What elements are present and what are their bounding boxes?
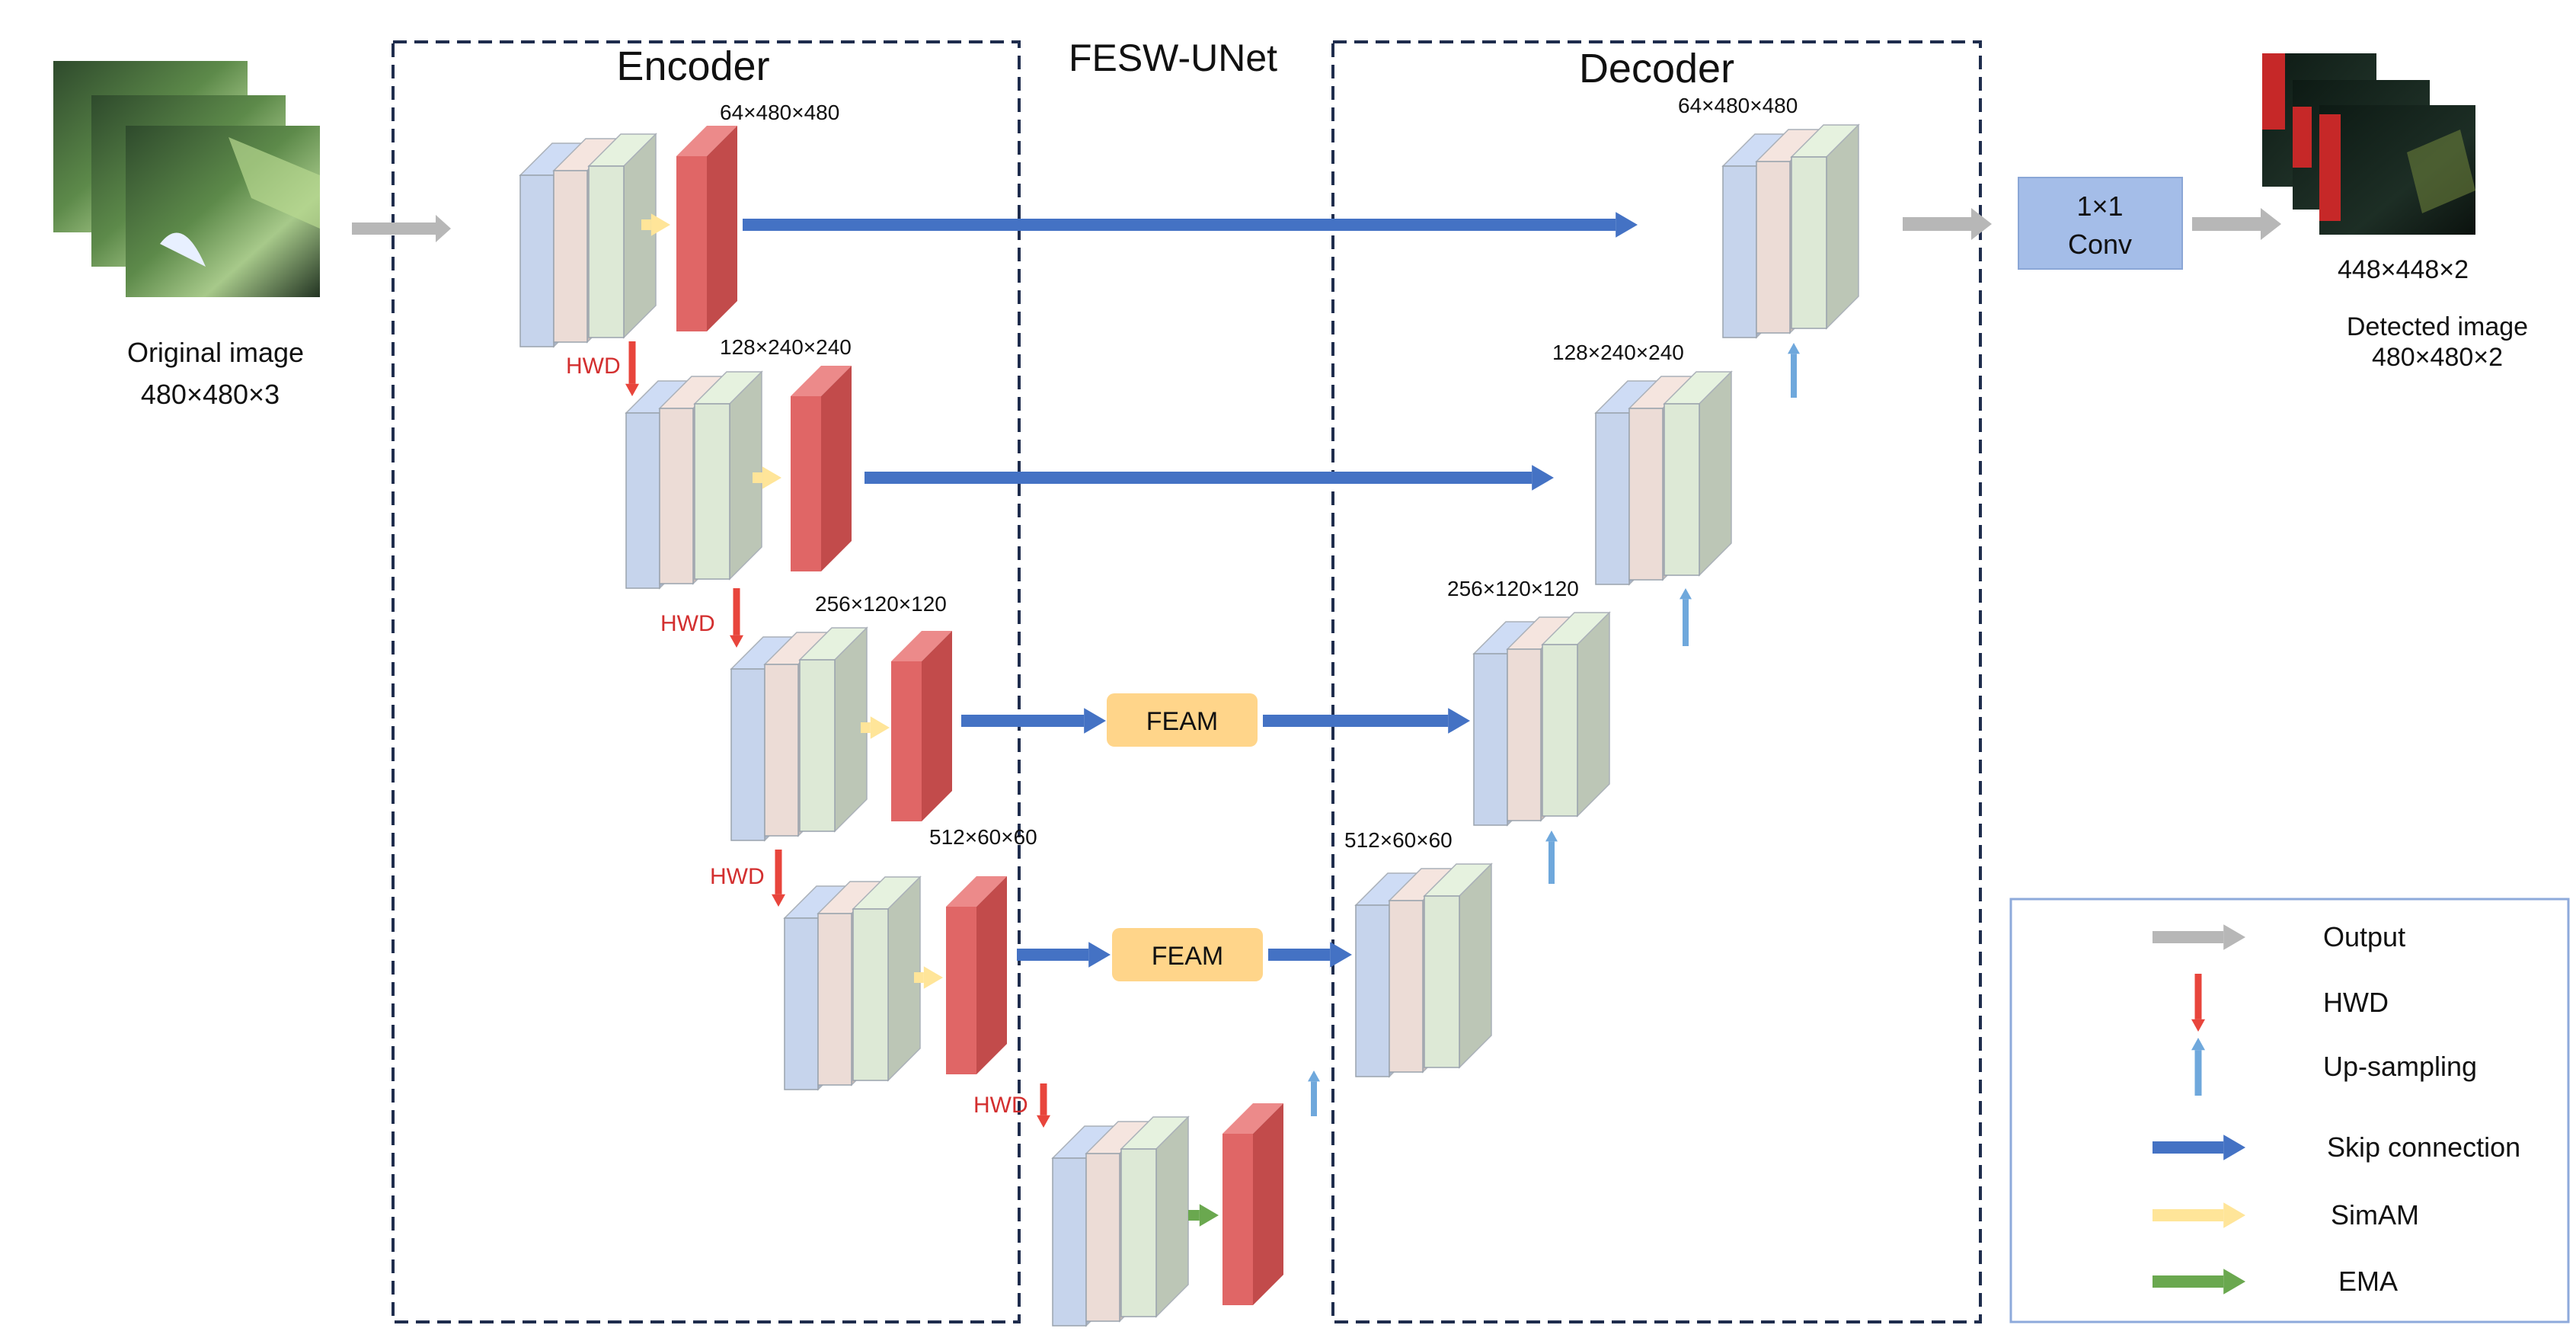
enc-red-1	[676, 126, 737, 331]
dec-block-4-green	[1423, 863, 1493, 1069]
legend-lightblue-up-arrow	[2191, 1038, 2205, 1096]
dec-dim-3: 256×120×120	[1447, 577, 1579, 600]
enc-block-4	[783, 875, 922, 1091]
feam-label-1: FEAM	[1146, 707, 1218, 736]
bottleneck-block	[1051, 1115, 1190, 1327]
dec-block-3	[1472, 611, 1611, 827]
legend-yellow-right-arrow	[2153, 1202, 2245, 1228]
legend-box	[2009, 898, 2570, 1323]
enc-red-4	[946, 876, 1007, 1074]
skip-to-feam-1	[961, 708, 1106, 734]
dec-dim-1: 64×480×480	[1678, 94, 1798, 117]
flow-arrows	[625, 212, 1800, 1227]
simam-arrow-1	[641, 213, 670, 236]
bottleneck-block-green	[1120, 1115, 1190, 1318]
enc-block-2	[625, 370, 763, 590]
hwd-arrow-3	[772, 850, 785, 907]
legend-label-6: EMA	[2338, 1266, 2398, 1297]
legend-label-3: Up-sampling	[2323, 1051, 2477, 1082]
output-label: Detected image	[2347, 312, 2528, 341]
legend-label-2: HWD	[2323, 987, 2389, 1018]
input-arrow	[352, 215, 451, 242]
simam-arrow-2	[753, 466, 781, 489]
hwd-arrow-1	[625, 341, 639, 396]
dec-block-3-green	[1541, 611, 1611, 818]
enc-dim-4: 512×60×60	[929, 825, 1037, 849]
conv-line2: Conv	[2068, 229, 2132, 260]
skip-connection-1	[743, 212, 1638, 238]
upsample-arrow-4	[1308, 1071, 1320, 1116]
encoder-region	[392, 40, 1021, 1323]
legend-blue-right-arrow	[2153, 1135, 2245, 1160]
diagram-title: FESW-UNet	[1069, 37, 1277, 79]
enc-dim-3: 256×120×120	[815, 592, 947, 616]
legend-label-4: Skip connection	[2327, 1131, 2520, 1163]
bottleneck-red	[1222, 1103, 1283, 1305]
output-image-stack	[2262, 53, 2475, 235]
input-label: Original image	[127, 337, 304, 368]
decoder-title: Decoder	[1579, 46, 1734, 91]
enc-block-3-green	[798, 626, 868, 833]
upsample-arrow-2	[1680, 588, 1692, 646]
enc-block-2-green	[693, 370, 763, 581]
legend-red-down-arrow	[2191, 974, 2205, 1032]
legend-gray-right-arrow	[2153, 924, 2245, 950]
ema-arrow	[1188, 1204, 1219, 1227]
encoder-title: Encoder	[616, 43, 769, 89]
hwd-label-2: HWD	[660, 611, 715, 636]
legend-label-1: Output	[2323, 921, 2405, 952]
simam-arrow-4	[914, 966, 943, 989]
upsample-arrow-3	[1545, 831, 1558, 884]
legend-green-right-arrow	[2153, 1269, 2245, 1295]
input-size: 480×480×3	[141, 379, 280, 410]
enc-red-2	[791, 366, 852, 571]
enc-block-4-green	[852, 875, 922, 1082]
dec-block-1	[1721, 123, 1860, 339]
simam-arrow-3	[861, 716, 890, 739]
output-arrow-2	[2192, 208, 2281, 240]
enc-red-3	[891, 631, 952, 821]
enc-dim-2: 128×240×240	[720, 335, 852, 359]
dec-block-2	[1594, 370, 1733, 586]
feam-box-1: FEAM	[1107, 693, 1258, 747]
output-label-size: 480×480×2	[2372, 343, 2503, 372]
upsample-arrow-1	[1788, 343, 1800, 398]
enc-block-3	[730, 626, 868, 842]
hwd-label-4: HWD	[973, 1093, 1028, 1118]
conv-box	[2018, 177, 2183, 270]
output-arrow-1	[1903, 208, 1992, 240]
dec-dim-4: 512×60×60	[1344, 828, 1453, 852]
conv-line1: 1×1	[2076, 190, 2123, 222]
feature-blocks	[519, 123, 1860, 1327]
feam-to-decoder-2	[1268, 942, 1352, 968]
output-size: 448×448×2	[2338, 255, 2469, 284]
hwd-label-1: HWD	[566, 354, 621, 379]
skip-connection-2	[865, 465, 1554, 491]
dec-dim-2: 128×240×240	[1552, 341, 1684, 364]
enc-block-1	[519, 133, 657, 348]
feam-box-2: FEAM	[1112, 928, 1263, 981]
hwd-arrow-2	[730, 588, 743, 648]
legend-label-5: SimAM	[2331, 1199, 2419, 1231]
skip-to-feam-2	[1017, 942, 1111, 968]
dec-block-4	[1354, 863, 1493, 1078]
decoder-region	[1331, 40, 1982, 1323]
feam-to-decoder-1	[1263, 708, 1470, 734]
dec-block-2-green	[1663, 370, 1733, 577]
feam-label-2: FEAM	[1152, 942, 1223, 971]
dec-block-1-green	[1790, 123, 1860, 330]
hwd-label-3: HWD	[710, 864, 765, 889]
hwd-arrow-4	[1037, 1083, 1050, 1128]
input-image-stack	[53, 61, 320, 297]
enc-block-1-green	[587, 133, 657, 339]
enc-dim-1: 64×480×480	[720, 101, 839, 124]
